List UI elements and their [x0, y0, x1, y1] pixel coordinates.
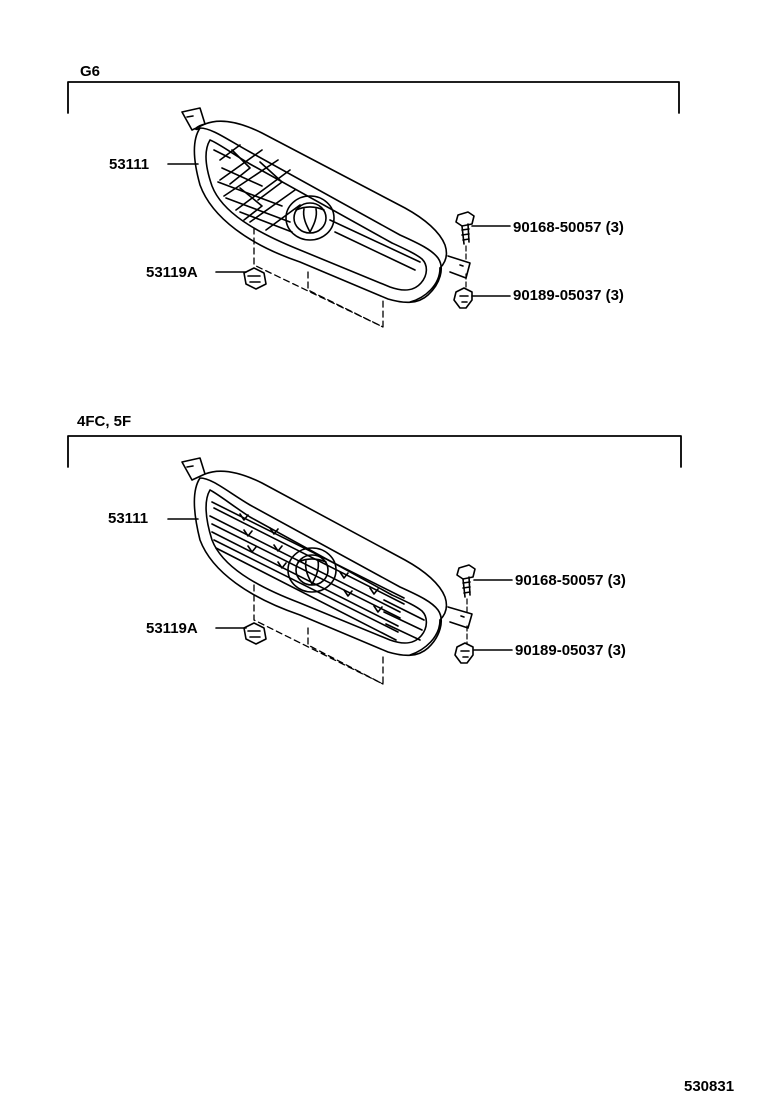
section-bracket — [67, 435, 682, 468]
clip-position-guide — [253, 227, 384, 328]
figure-number: 530831 — [684, 1078, 735, 1095]
section-bracket — [67, 81, 680, 114]
part-label-grille: 53111 — [109, 156, 150, 173]
screw — [455, 211, 475, 245]
front-grille-mesh — [181, 107, 471, 304]
part-label-clip: 53119A — [146, 620, 198, 637]
screw — [456, 564, 476, 598]
part-label-grille: 53111 — [108, 510, 149, 527]
part-label-clip: 53119A — [146, 264, 198, 281]
part-label-screw: 90168-50057 (3) — [515, 572, 626, 589]
clip-position-guide — [253, 584, 384, 685]
part-label-nut: 90189-05037 (3) — [513, 287, 624, 304]
nut — [453, 287, 473, 309]
grille-clip — [243, 267, 267, 290]
part-label-screw: 90168-50057 (3) — [513, 219, 624, 236]
section-4fc-5f-drawing — [67, 435, 682, 685]
nut — [454, 642, 474, 664]
grille-clip — [243, 622, 267, 645]
section-title: 4FC, 5F — [77, 413, 132, 430]
section-title: G6 — [80, 63, 101, 80]
front-grille-bars — [181, 457, 473, 657]
part-label-nut: 90189-05037 (3) — [515, 642, 626, 659]
section-g6-drawing — [67, 81, 680, 328]
